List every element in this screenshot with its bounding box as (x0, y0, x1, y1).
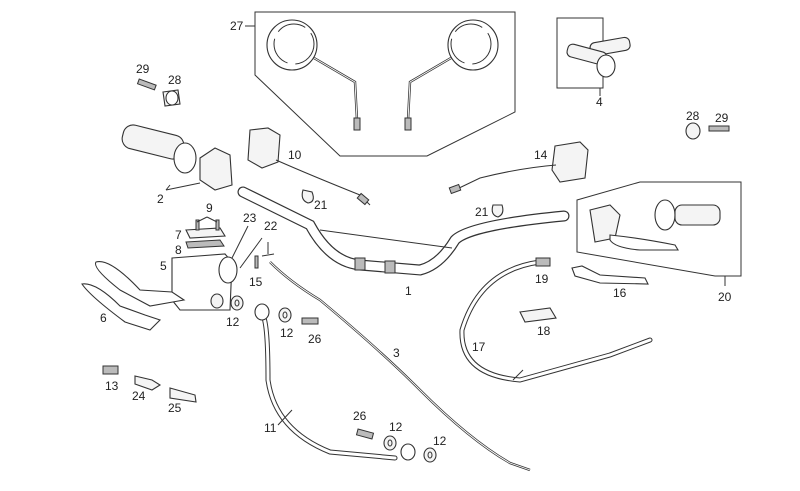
clutch-lever-icon (571, 265, 649, 285)
label-9: 9 (206, 201, 213, 215)
label-11: 11 (264, 421, 277, 435)
label-8: 8 (175, 243, 182, 257)
label-22: 22 (264, 219, 278, 233)
left-mirror-icon (266, 19, 361, 131)
label-28: 28 (168, 73, 182, 87)
left-switch-icon (247, 127, 371, 206)
label-26: 26 (308, 332, 322, 346)
banjo-bolt-icon (355, 428, 375, 440)
screw-icon (254, 255, 259, 269)
label-26: 26 (353, 409, 367, 423)
master-cylinder-icon (94, 216, 238, 311)
label-17: 17 (472, 340, 486, 354)
leader-23-22 (231, 225, 263, 269)
label-20: 20 (718, 290, 732, 304)
label-25: 25 (168, 401, 182, 415)
label-12: 12 (433, 434, 447, 448)
label-27: 27 (230, 19, 244, 33)
mirror-kit-group (245, 11, 516, 157)
left-bar-end-icon (136, 78, 181, 107)
label-18: 18 (537, 324, 551, 338)
label-13: 13 (105, 379, 119, 393)
label-10: 10 (288, 148, 302, 162)
right-switch-icon (448, 141, 589, 195)
right-bar-end-icon (685, 122, 730, 140)
label-29: 29 (136, 62, 150, 76)
washer-icon (230, 295, 437, 463)
banjo-fitting-icon (400, 443, 416, 461)
label-16: 16 (613, 286, 627, 300)
cable-tie-icon (491, 204, 504, 218)
brake-lever-icon (81, 283, 162, 331)
label-12: 12 (389, 420, 403, 434)
adjuster-icon (134, 375, 162, 391)
label-3: 3 (393, 346, 400, 360)
label-29: 29 (715, 111, 729, 125)
screw-icon (102, 365, 119, 375)
cable-adjuster-icon (535, 257, 551, 267)
right-mirror-icon (404, 19, 499, 131)
label-21: 21 (475, 205, 489, 219)
label-5: 5 (160, 259, 167, 273)
callout-labels: 27 4 29 28 28 29 2 10 14 21 21 9 7 8 23 … (100, 19, 732, 448)
boot-icon (169, 387, 197, 403)
label-4: 4 (596, 95, 603, 109)
label-6: 6 (100, 311, 107, 325)
cable-tie-icon (301, 189, 314, 204)
label-15: 15 (249, 275, 263, 289)
handlebar-icon (237, 186, 570, 276)
label-12: 12 (226, 315, 240, 329)
label-2: 2 (157, 192, 164, 206)
adjuster-icon (519, 307, 557, 323)
label-1: 1 (405, 284, 412, 298)
clutch-kit-group (576, 181, 742, 286)
grip-kit-group (556, 17, 631, 96)
banjo-fitting-icon (254, 303, 270, 321)
clutch-kit-outline (576, 181, 742, 277)
label-23: 23 (243, 211, 257, 225)
label-21: 21 (314, 198, 328, 212)
label-7: 7 (175, 228, 182, 242)
brake-light-switch-icon (261, 242, 275, 257)
label-19: 19 (535, 272, 549, 286)
label-24: 24 (132, 389, 146, 403)
label-14: 14 (534, 148, 548, 162)
label-12: 12 (280, 326, 294, 340)
banjo-bolt-icon (301, 317, 319, 325)
throttle-grip-icon (121, 124, 233, 191)
mirror-kit-outline (254, 11, 516, 157)
label-28: 28 (686, 109, 700, 123)
grip-pair-icon (566, 36, 631, 78)
